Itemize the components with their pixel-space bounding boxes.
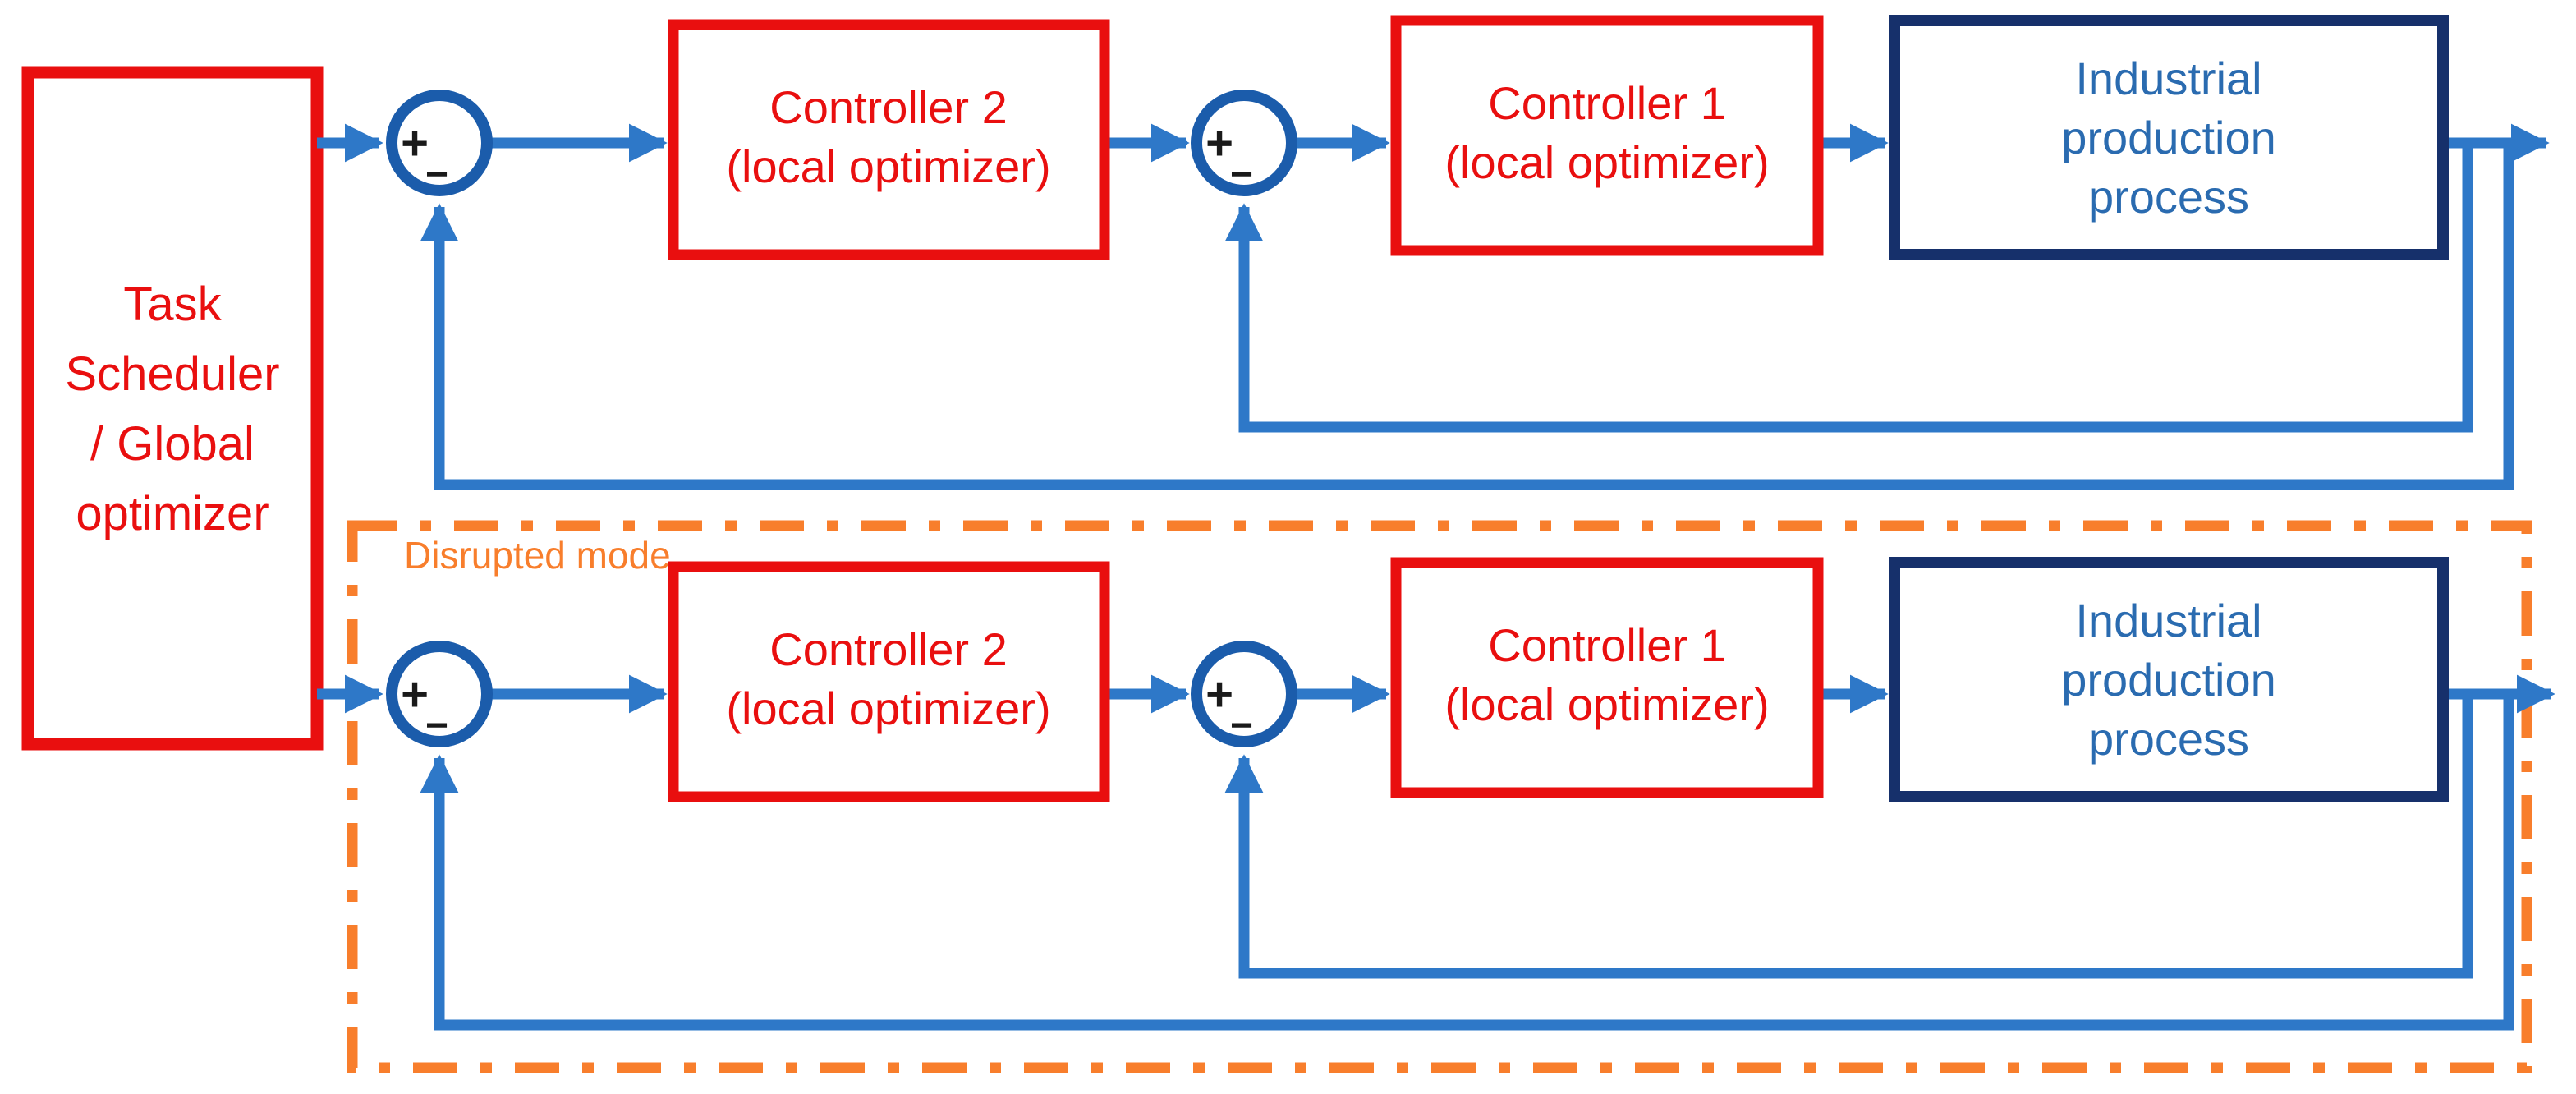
- summing-junction-2-bottom: + −: [1191, 641, 1297, 747]
- controller2-label-line2: (local optimizer): [726, 140, 1050, 192]
- minus-sign: −: [425, 153, 448, 196]
- plant-box: [1889, 557, 2449, 802]
- feedback-inner-loop-bottom: [1224, 694, 2473, 979]
- minus-sign: −: [1230, 704, 1253, 747]
- disrupted-mode-row: + − Controller 2 (local optimizer) + − C…: [317, 557, 2555, 1031]
- disrupted-mode-label: Disrupted mode: [404, 534, 671, 577]
- plant-label-line1: Industrial: [2075, 53, 2261, 104]
- minus-sign: −: [1230, 153, 1253, 196]
- summing-junction-circle: [386, 90, 493, 196]
- controller1-label-line1: Controller 1: [1488, 619, 1725, 671]
- plus-sign: +: [401, 668, 429, 721]
- controller1-label-line2: (local optimizer): [1444, 678, 1769, 730]
- summing-junction-2-top: + −: [1191, 90, 1297, 196]
- controller1-label-line1: Controller 1: [1488, 77, 1725, 129]
- plant-label-line2: production: [2061, 654, 2276, 706]
- controller1-box: [1390, 15, 1824, 256]
- controller2-label-line1: Controller 2: [769, 81, 1007, 133]
- controller2-label-line1: Controller 2: [769, 623, 1007, 675]
- task-scheduler-label-line4: optimizer: [76, 487, 269, 540]
- feedback-outer-loop-bottom: [420, 694, 2514, 1031]
- controller1-block-top: Controller 1 (local optimizer): [1390, 15, 1824, 256]
- controller2-box: [668, 19, 1110, 260]
- plant-label-line3: process: [2088, 713, 2249, 765]
- controller2-box: [668, 561, 1110, 802]
- controller2-block-top: Controller 2 (local optimizer): [668, 19, 1110, 260]
- summing-junction-circle: [386, 641, 493, 747]
- task-scheduler-label-line3: / Global: [90, 417, 255, 471]
- feedback-inner-loop-top: [1224, 143, 2473, 433]
- normal-mode-row: + − Controller 2 (local optimizer) + − C…: [317, 15, 2550, 490]
- plant-label-line1: Industrial: [2075, 595, 2261, 646]
- controller2-label-line2: (local optimizer): [726, 683, 1050, 734]
- plus-sign: +: [1205, 117, 1233, 170]
- plant-label-line2: production: [2061, 112, 2276, 163]
- plant-label-line3: process: [2088, 171, 2249, 223]
- minus-sign: −: [425, 704, 448, 747]
- task-scheduler-label-line2: Scheduler: [65, 347, 279, 401]
- summing-junction-1-bottom: + −: [386, 641, 493, 747]
- controller1-box: [1390, 557, 1824, 798]
- disrupted-mode-region: Disrupted mode: [347, 520, 2532, 1073]
- controller2-block-bottom: Controller 2 (local optimizer): [668, 561, 1110, 802]
- task-scheduler-block: Task Scheduler / Global optimizer: [21, 66, 324, 751]
- plus-sign: +: [1205, 668, 1233, 721]
- feedback-outer-loop-top: [420, 143, 2514, 490]
- summing-junction-circle: [1191, 641, 1297, 747]
- disrupted-mode-border: [347, 520, 2532, 1073]
- summing-junction-1-top: + −: [386, 90, 493, 196]
- plant-block-bottom: Industrial production process: [1889, 557, 2449, 802]
- plant-box: [1889, 15, 2449, 260]
- task-scheduler-label-line1: Task: [123, 278, 222, 331]
- plant-block-top: Industrial production process: [1889, 15, 2449, 260]
- summing-junction-circle: [1191, 90, 1297, 196]
- plus-sign: +: [401, 117, 429, 170]
- controller1-label-line2: (local optimizer): [1444, 136, 1769, 188]
- task-scheduler-box: [21, 66, 324, 751]
- controller1-block-bottom: Controller 1 (local optimizer): [1390, 557, 1824, 798]
